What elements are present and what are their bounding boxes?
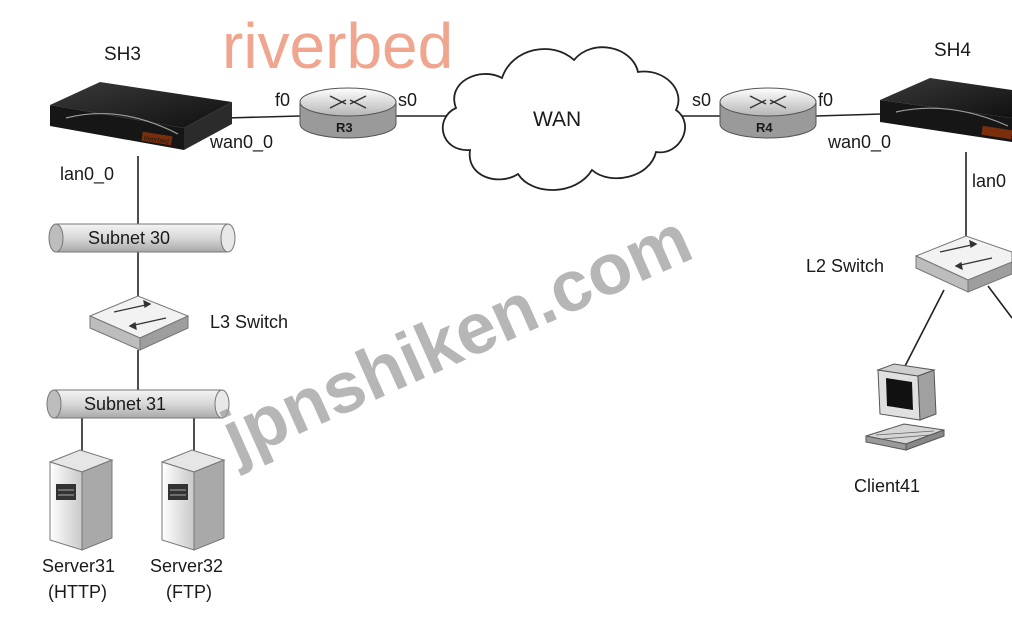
sh3-label: SH3: [104, 44, 141, 65]
server31-name: Server31: [42, 556, 115, 576]
sh3-appliance[interactable]: riverbed: [50, 82, 232, 150]
r4-port-s0: s0: [692, 90, 711, 110]
server31[interactable]: [48, 449, 114, 551]
l3-switch[interactable]: [88, 295, 190, 351]
l2switch-label: L2 Switch: [806, 256, 884, 276]
wan-label: WAN: [533, 108, 581, 131]
link-r4-sh4: [815, 113, 883, 117]
sh4-appliance[interactable]: [880, 78, 1012, 142]
sh4-wan-port: wan0_0: [827, 132, 891, 153]
r3-port-f0: f0: [275, 90, 290, 110]
r4-router[interactable]: [719, 87, 817, 139]
r4-label: R4: [756, 120, 773, 135]
sh4-label: SH4: [934, 40, 971, 61]
sh3-lan-port: lan0_0: [60, 164, 114, 185]
server32[interactable]: [160, 449, 226, 551]
r3-port-s0: s0: [398, 90, 417, 110]
r4-port-f0: f0: [818, 90, 833, 110]
l2-switch[interactable]: [914, 235, 1012, 293]
server31-service: (HTTP): [48, 582, 107, 602]
subnet31-label: Subnet 31: [84, 394, 166, 414]
server32-service: (FTP): [166, 582, 212, 602]
subnet30-segment: [48, 223, 236, 253]
links: [81, 113, 1012, 452]
server32-name: Server32: [150, 556, 223, 576]
r3-router[interactable]: [299, 87, 397, 139]
riverbed-logo: riverbed: [222, 10, 453, 82]
link-l2switch-offscreen: [987, 285, 1012, 319]
sh3-badge: riverbed: [143, 135, 169, 146]
subnet30-label: Subnet 30: [88, 228, 170, 248]
client41[interactable]: [865, 363, 945, 451]
wan-cloud: [441, 46, 686, 191]
sh3-wan-port: wan0_0: [209, 132, 273, 153]
watermark: jpnshiken.com: [208, 198, 703, 477]
sh4-lan-port: lan0: [972, 171, 1006, 191]
link-sh3-r3: [225, 115, 301, 119]
subnet31-segment: [46, 389, 230, 419]
r3-label: R3: [336, 120, 353, 135]
link-l2switch-client41: [901, 289, 945, 373]
client41-name: Client41: [854, 476, 920, 496]
l3switch-label: L3 Switch: [210, 312, 288, 332]
